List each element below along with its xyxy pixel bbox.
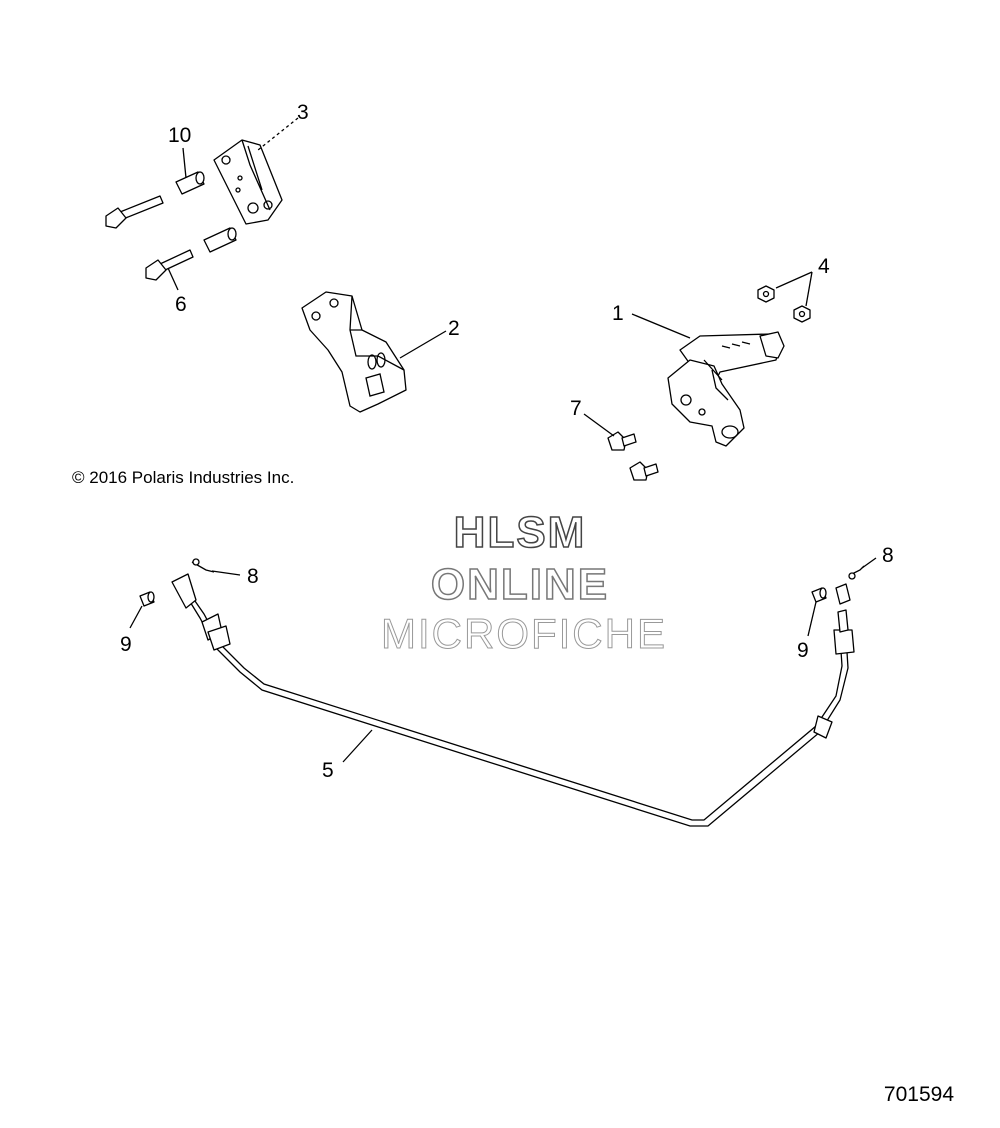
- part-9-pin-left: [139, 591, 155, 607]
- callout-10: 10: [168, 124, 192, 147]
- part-4-nut-lower: [793, 305, 811, 323]
- callout-5: 5: [322, 759, 334, 782]
- part-10-spacer-upper: [175, 171, 205, 195]
- leader-5: [342, 729, 373, 763]
- leader-7: [583, 413, 615, 437]
- part-1-handbrake-lever: [667, 331, 785, 447]
- part-8-clip-left: [191, 558, 215, 573]
- part-10-spacer-lower: [203, 227, 237, 253]
- leader-2: [399, 330, 447, 359]
- leader-10: [182, 147, 187, 179]
- callout-8-left: 8: [247, 565, 259, 588]
- watermark-line-3: MICROFICHE: [381, 610, 667, 658]
- part-4-nut-upper: [757, 285, 775, 303]
- leader-3: [257, 117, 299, 151]
- leader-4b: [805, 271, 813, 307]
- part-7-bolt-lower: [629, 461, 659, 481]
- part-6-bolt-upper: [105, 195, 164, 229]
- callout-3: 3: [297, 101, 309, 124]
- diagram-id: 701594: [883, 1083, 954, 1106]
- leader-9-right: [807, 601, 817, 637]
- leader-1: [631, 313, 691, 339]
- callout-7: 7: [570, 397, 582, 420]
- callout-8-right: 8: [882, 544, 894, 567]
- leader-6: [167, 267, 179, 291]
- part-9-pin-right: [811, 587, 827, 603]
- copyright-text: © 2016 Polaris Industries Inc.: [72, 468, 295, 487]
- callout-6: 6: [175, 293, 187, 316]
- leader-8-left: [211, 570, 241, 576]
- callout-1: 1: [612, 302, 624, 325]
- callout-2: 2: [448, 317, 460, 340]
- watermark-line-2: ONLINE: [430, 559, 610, 610]
- callout-9-left: 9: [120, 633, 132, 656]
- leader-9-left: [129, 605, 143, 629]
- callout-4: 4: [818, 255, 830, 278]
- leader-4a: [775, 271, 813, 289]
- part-7-bolt-upper: [607, 431, 637, 451]
- part-6-bolt-lower: [145, 249, 194, 281]
- watermark-line-1: HLSM: [453, 507, 587, 558]
- leader-8-right: [861, 557, 877, 569]
- part-3-mounting-plate: [213, 139, 283, 225]
- part-2-bracket: [301, 291, 407, 413]
- part-5-brake-cable: [171, 573, 855, 827]
- callout-9-right: 9: [797, 639, 809, 662]
